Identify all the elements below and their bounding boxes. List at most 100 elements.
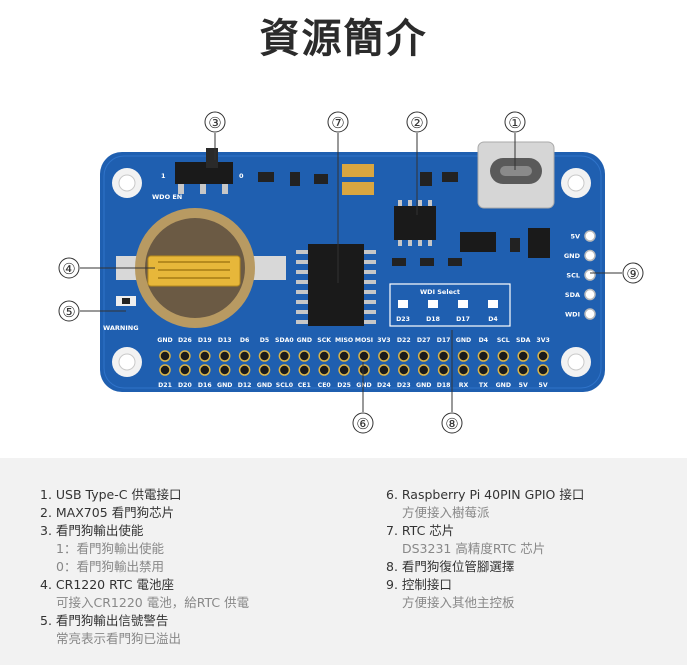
- pin-label-bottom: GND: [257, 382, 272, 389]
- gpio-pin: [417, 364, 430, 376]
- legend-item-note: 方便接入樹莓派: [402, 505, 490, 520]
- gpio-pin: [179, 364, 191, 376]
- pin-label-top: D5: [260, 337, 269, 344]
- legend-item-note: DS3231 高精度RTC 芯片: [402, 541, 546, 556]
- gpio-pin: [537, 364, 549, 376]
- rtc-chip: [296, 244, 376, 326]
- pin-label-top: GND: [157, 337, 172, 344]
- pin-label-bottom: CE1: [298, 382, 311, 389]
- gpio-pin: [457, 350, 470, 362]
- warning-led: WARNING: [103, 296, 139, 332]
- callout-1: ①: [508, 114, 521, 132]
- legend-item-title: 6. Raspberry Pi 40PIN GPIO 接口: [386, 487, 585, 502]
- legend-panel: 1. USB Type-C 供電接口 2. MAX705 看門狗芯片 3. 看門狗輸…: [0, 458, 687, 665]
- gpio-pin: [298, 350, 311, 362]
- battery-holder: [116, 208, 286, 328]
- gpio-pin: [179, 350, 191, 362]
- legend-item-title: 8. 看門狗復位管腳選擇: [386, 559, 515, 574]
- side-pin-label: SDA: [565, 291, 580, 299]
- gpio-pin: [159, 364, 171, 376]
- legend-left: 1. USB Type-C 供電接口 2. MAX705 看門狗芯片 3. 看門狗輸…: [40, 486, 249, 648]
- wdi-pad: [458, 300, 468, 308]
- pin-label-top: SDA: [516, 337, 531, 344]
- gpio-pin: [238, 350, 251, 362]
- side-pin: [584, 230, 596, 242]
- pin-label-top: GND: [456, 337, 471, 344]
- legend-item-note: 方便接入其他主控板: [402, 595, 515, 610]
- gpio-pin: [318, 364, 330, 376]
- warning-label: WARNING: [103, 324, 139, 332]
- board-diagram: 1 0 WDO EN: [58, 111, 644, 434]
- legend-item-title: 2. MAX705 看門狗芯片: [40, 505, 175, 520]
- callout-3: ③: [208, 114, 221, 132]
- gpio-pin: [218, 364, 231, 376]
- pin-label-bottom: D20: [178, 382, 192, 389]
- side-pin: [584, 249, 596, 262]
- pin-label-top: MOSI: [355, 337, 373, 344]
- legend-item-title: 1. USB Type-C 供電接口: [40, 487, 182, 502]
- gpio-pin: [477, 350, 490, 362]
- legend-item: 4. CR1220 RTC 電池座可接入CR1220 電池，給RTC 供電: [40, 576, 249, 612]
- pin-label-bottom: D24: [377, 382, 391, 389]
- legend-item-note: 1：看門狗輸出使能: [56, 541, 164, 556]
- pin-label-top: D13: [218, 337, 232, 344]
- side-pin-label: GND: [564, 252, 581, 260]
- gpio-pin: [457, 364, 470, 376]
- wdo-en-label: WDO EN: [152, 193, 182, 201]
- legend-item: 6. Raspberry Pi 40PIN GPIO 接口方便接入樹莓派: [386, 486, 584, 522]
- wdo-right-label: 0: [239, 172, 244, 180]
- gpio-pin: [398, 364, 410, 376]
- gpio-pin: [537, 350, 549, 362]
- gpio-pin: [358, 364, 370, 376]
- pin-label-top: D17: [437, 337, 451, 344]
- pin-label-top: SDA0: [275, 337, 294, 344]
- wdi-pad: [398, 300, 408, 308]
- wdo-left-label: 1: [161, 172, 166, 180]
- callout-5: ⑤: [62, 303, 75, 321]
- legend-item: 2. MAX705 看門狗芯片: [40, 504, 249, 522]
- pin-label-bottom: GND: [356, 382, 371, 389]
- gpio-pin: [258, 350, 271, 362]
- gpio-pin: [497, 350, 510, 362]
- pin-label-bottom: D23: [397, 382, 411, 389]
- side-pin: [584, 288, 596, 301]
- pin-label-top: 3V3: [377, 337, 390, 344]
- pin-label-top: MISO: [335, 337, 353, 344]
- gpio-pin: [477, 364, 490, 376]
- wdi-pad: [428, 300, 438, 308]
- pin-label-top: D26: [178, 337, 192, 344]
- pin-label-top: 3V3: [536, 337, 549, 344]
- wdi-pin-label: D18: [426, 316, 440, 323]
- wdi-pin-label: D4: [488, 316, 498, 323]
- gpio-pin: [437, 364, 450, 376]
- legend-item-title: 3. 看門狗輸出使能: [40, 523, 144, 538]
- gpio-pin: [218, 350, 231, 362]
- gpio-pin: [378, 350, 390, 362]
- pin-label-top: D6: [240, 337, 249, 344]
- pin-label-bottom: GND: [416, 382, 431, 389]
- mounting-holes: [112, 168, 591, 377]
- side-pin: [584, 308, 596, 320]
- callout-6: ⑥: [356, 415, 369, 433]
- page-title: 資源簡介: [259, 16, 428, 62]
- pin-label-bottom: D16: [198, 382, 212, 389]
- pin-label-bottom: GND: [217, 382, 232, 389]
- side-pin-label: SCL: [566, 272, 580, 280]
- gpio-pin: [378, 364, 390, 376]
- pin-label-top: GND: [297, 337, 312, 344]
- callout-7: ⑦: [331, 114, 344, 132]
- pin-label-top: D19: [198, 337, 212, 344]
- pin-label-top: SCK: [317, 337, 331, 344]
- pin-label-bottom: GND: [496, 382, 511, 389]
- gpio-pin: [517, 364, 529, 376]
- max705-chip: [394, 200, 436, 246]
- gpio-pin: [159, 350, 171, 362]
- gpio-pin: [398, 350, 410, 362]
- legend-item: 9. 控制接口方便接入其他主控板: [386, 576, 584, 612]
- legend-item-note: 可接入CR1220 電池，給RTC 供電: [56, 595, 250, 610]
- wdi-select-label: WDI Select: [420, 288, 460, 296]
- legend-item-title: 5. 看門狗輸出信號警告: [40, 613, 169, 628]
- legend-item-note: 0：看門狗輸出禁用: [56, 559, 164, 574]
